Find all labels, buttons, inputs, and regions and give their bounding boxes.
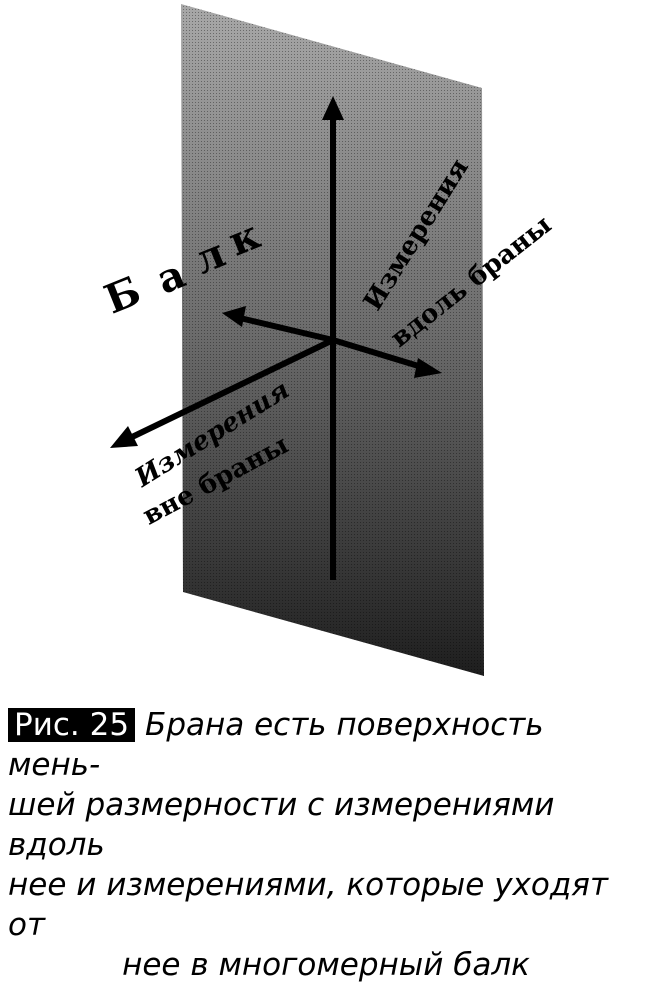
caption-line-4: нее в многомерный балк [122,947,530,983]
brane-diagram: Б а л к Измерения вдоль браны Измерения … [98,4,557,676]
arrow-lower-left-icon [110,426,138,448]
caption-line-1: Брана есть поверхность мень- [8,707,544,783]
arrow-up-icon [322,96,344,120]
arrow-upper-left-icon [222,306,246,327]
caption-line-2: шей размерности с измерениями вдоль [8,787,555,863]
figure-number-badge: Рис. 25 [8,708,136,742]
arrow-right-icon [414,358,442,378]
brane-plane-svg [110,4,484,676]
caption-line-3: нее и измерениями, которые уходят от [8,867,609,943]
